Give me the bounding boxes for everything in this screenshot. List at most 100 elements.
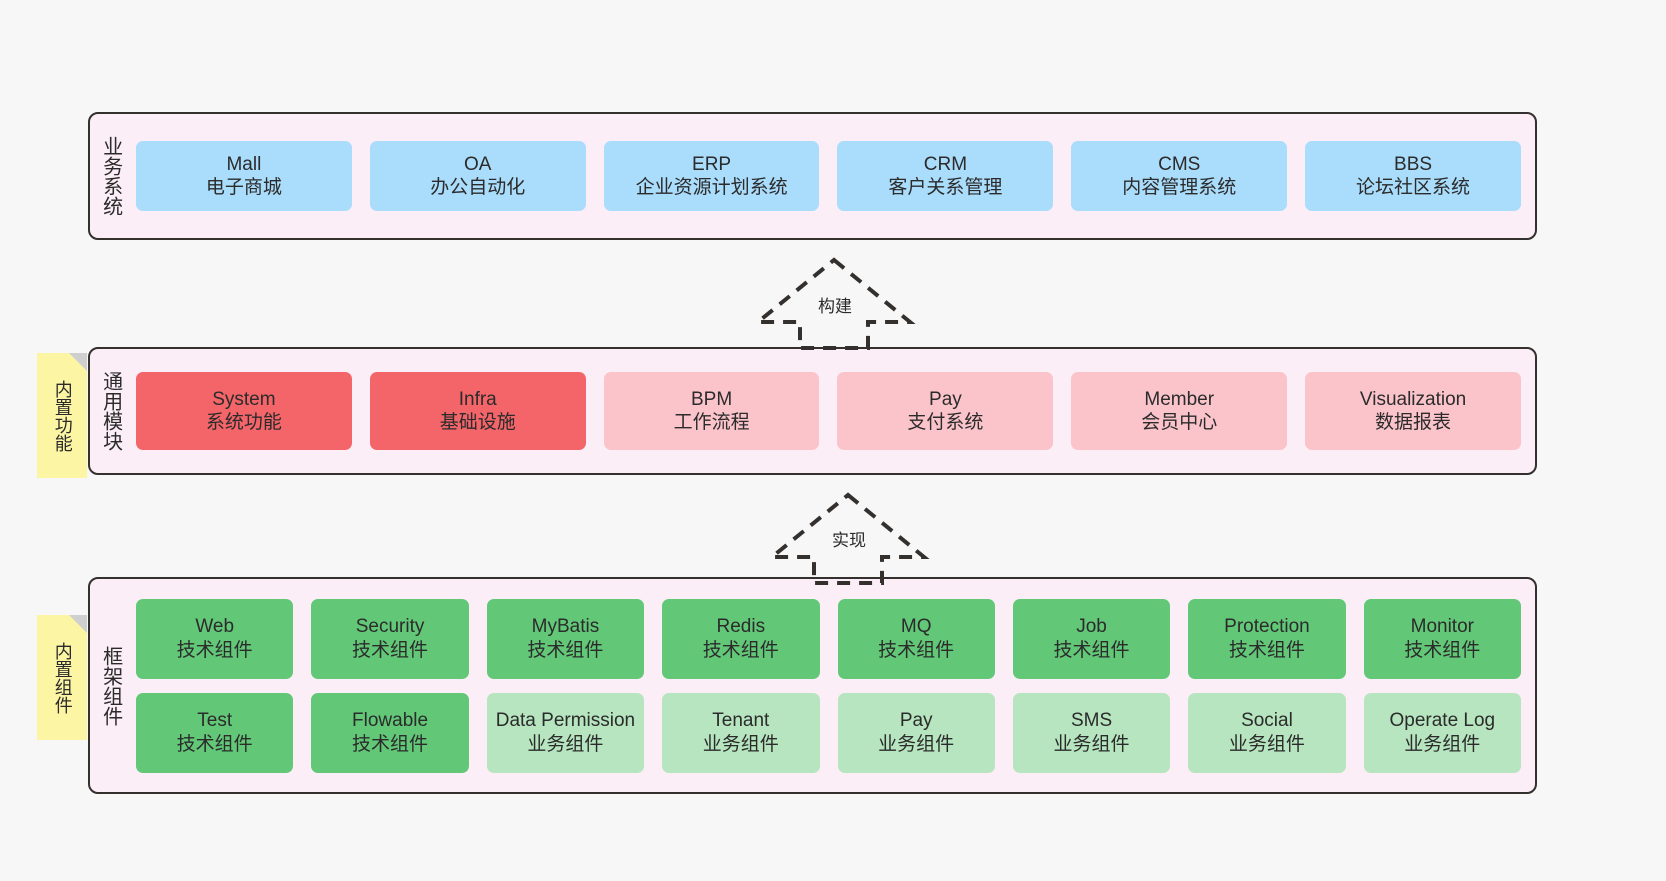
- card-mall[interactable]: Mall 电子商城: [136, 141, 352, 211]
- card-visualization[interactable]: Visualization 数据报表: [1305, 372, 1521, 450]
- card-social[interactable]: Social 业务组件: [1188, 692, 1346, 773]
- note-fold-corner-icon: [69, 353, 87, 371]
- card-mybatis[interactable]: MyBatis 技术组件: [486, 598, 645, 679]
- business-system-row: Mall 电子商城 OA 办公自动化 ERP 企业资源计划系统 CRM 客户关系…: [136, 141, 1521, 211]
- card-test[interactable]: Test 技术组件: [136, 692, 294, 773]
- card-pay-component[interactable]: Pay 业务组件: [837, 692, 995, 773]
- card-job-name: Job: [1076, 616, 1107, 638]
- card-bbs-desc: 论坛社区系统: [1356, 177, 1471, 198]
- card-flowable-desc: 技术组件: [352, 733, 429, 755]
- card-bpm[interactable]: BPM 工作流程: [603, 372, 820, 450]
- card-cms[interactable]: CMS 内容管理系统: [1071, 141, 1288, 211]
- card-mq[interactable]: MQ 技术组件: [837, 598, 995, 679]
- card-cms-desc: 内容管理系统: [1122, 177, 1237, 198]
- common-modules-row: System 系统功能 Infra 基础设施 BPM 工作流程 Pay 支付系统…: [136, 372, 1521, 450]
- section-common-modules: 通用模块 System 系统功能 Infra 基础设施 BPM 工作流程 Pay…: [88, 347, 1537, 475]
- card-system-name: System: [212, 388, 276, 410]
- card-bpm-desc: 工作流程: [673, 412, 750, 433]
- note-fold-corner-icon: [69, 615, 87, 633]
- card-system-desc: 系统功能: [205, 412, 282, 433]
- card-member-name: Member: [1144, 388, 1215, 410]
- card-system[interactable]: System 系统功能: [136, 372, 352, 450]
- card-oa-name: OA: [464, 153, 492, 175]
- card-flowable-name: Flowable: [352, 710, 429, 732]
- card-job[interactable]: Job 技术组件: [1012, 598, 1171, 679]
- card-visualization-desc: 数据报表: [1375, 412, 1452, 433]
- card-redis-name: Redis: [716, 616, 766, 638]
- card-operate-log-name: Operate Log: [1389, 710, 1496, 732]
- card-pay-component-name: Pay: [899, 710, 933, 732]
- card-infra-desc: 基础设施: [439, 412, 516, 433]
- card-erp-name: ERP: [692, 153, 732, 175]
- card-web-name: Web: [195, 616, 235, 638]
- card-protection-name: Protection: [1224, 616, 1310, 638]
- card-web[interactable]: Web 技术组件: [136, 598, 294, 679]
- connector-implement-label: 实现: [832, 531, 866, 550]
- card-visualization-name: Visualization: [1359, 388, 1467, 410]
- card-pay-module-desc: 支付系统: [907, 412, 984, 433]
- card-social-name: Social: [1241, 710, 1293, 732]
- card-redis[interactable]: Redis 技术组件: [662, 598, 820, 679]
- connector-build-label: 构建: [818, 297, 852, 316]
- card-test-desc: 技术组件: [176, 733, 253, 755]
- card-bpm-name: BPM: [690, 388, 733, 410]
- card-data-permission-name: Data Permission: [495, 710, 636, 732]
- section-business-system-body: Mall 电子商城 OA 办公自动化 ERP 企业资源计划系统 CRM 客户关系…: [130, 114, 1535, 238]
- section-common-modules-title: 通用模块: [99, 371, 122, 451]
- card-infra[interactable]: Infra 基础设施: [369, 372, 586, 450]
- card-mall-desc: 电子商城: [205, 177, 282, 198]
- card-test-name: Test: [197, 710, 233, 732]
- card-security-name: Security: [355, 616, 425, 638]
- card-crm-name: CRM: [923, 153, 968, 175]
- card-member-desc: 会员中心: [1141, 412, 1218, 433]
- note-builtin-functions: 内置功能: [37, 353, 87, 478]
- card-mybatis-name: MyBatis: [531, 616, 600, 638]
- card-web-desc: 技术组件: [176, 639, 253, 661]
- card-data-permission[interactable]: Data Permission 业务组件: [486, 692, 645, 773]
- card-operate-log[interactable]: Operate Log 业务组件: [1363, 692, 1521, 773]
- card-sms[interactable]: SMS 业务组件: [1012, 692, 1171, 773]
- card-operate-log-desc: 业务组件: [1404, 733, 1481, 755]
- card-mq-desc: 技术组件: [878, 639, 955, 661]
- card-crm-desc: 客户关系管理: [888, 177, 1003, 198]
- card-pay-component-desc: 业务组件: [878, 733, 955, 755]
- card-tenant[interactable]: Tenant 业务组件: [662, 692, 820, 773]
- section-framework-components-body: Web 技术组件 Security 技术组件 MyBatis 技术组件 Redi…: [130, 579, 1535, 792]
- card-oa[interactable]: OA 办公自动化: [369, 141, 586, 211]
- card-sms-name: SMS: [1070, 710, 1113, 732]
- card-redis-desc: 技术组件: [702, 639, 779, 661]
- card-protection-desc: 技术组件: [1228, 639, 1305, 661]
- card-flowable[interactable]: Flowable 技术组件: [311, 692, 469, 773]
- card-crm[interactable]: CRM 客户关系管理: [837, 141, 1054, 211]
- note-builtin-components-label: 内置组件: [52, 641, 73, 714]
- framework-row-technical: Web 技术组件 Security 技术组件 MyBatis 技术组件 Redi…: [136, 598, 1521, 679]
- framework-row-business: Test 技术组件 Flowable 技术组件 Data Permission …: [136, 692, 1521, 773]
- section-business-system: 业务系统 Mall 电子商城 OA 办公自动化 ERP 企业资源计划系统 CRM…: [88, 112, 1537, 240]
- card-erp[interactable]: ERP 企业资源计划系统: [603, 141, 820, 211]
- card-monitor-desc: 技术组件: [1404, 639, 1481, 661]
- card-security[interactable]: Security 技术组件: [311, 598, 469, 679]
- section-business-system-title: 业务系统: [99, 136, 122, 216]
- card-data-permission-desc: 业务组件: [527, 733, 604, 755]
- card-bbs[interactable]: BBS 论坛社区系统: [1305, 141, 1521, 211]
- card-protection[interactable]: Protection 技术组件: [1188, 598, 1346, 679]
- card-member[interactable]: Member 会员中心: [1071, 372, 1288, 450]
- card-monitor[interactable]: Monitor 技术组件: [1363, 598, 1521, 679]
- card-cms-name: CMS: [1158, 153, 1201, 175]
- card-tenant-name: Tenant: [712, 710, 770, 732]
- section-common-modules-body: System 系统功能 Infra 基础设施 BPM 工作流程 Pay 支付系统…: [130, 349, 1535, 473]
- card-pay-module[interactable]: Pay 支付系统: [837, 372, 1054, 450]
- card-mall-name: Mall: [226, 153, 262, 175]
- connector-build-arrow: [752, 257, 916, 350]
- card-social-desc: 业务组件: [1228, 733, 1305, 755]
- card-job-desc: 技术组件: [1053, 639, 1130, 661]
- card-oa-desc: 办公自动化: [430, 177, 526, 198]
- card-erp-desc: 企业资源计划系统: [635, 177, 788, 198]
- note-builtin-components: 内置组件: [37, 615, 87, 740]
- card-bbs-name: BBS: [1394, 153, 1433, 175]
- card-monitor-name: Monitor: [1410, 616, 1474, 638]
- card-pay-module-name: Pay: [929, 388, 962, 410]
- card-tenant-desc: 业务组件: [702, 733, 779, 755]
- card-mq-name: MQ: [900, 616, 932, 638]
- card-infra-name: Infra: [458, 388, 497, 410]
